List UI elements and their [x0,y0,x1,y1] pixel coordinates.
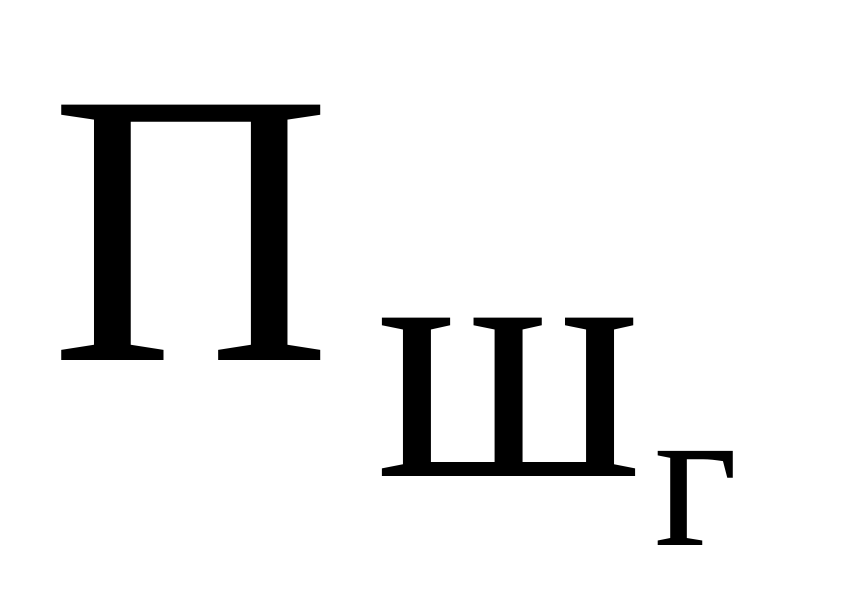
formula-subscript: ш [376,169,642,551]
formula-main-symbol: П [50,13,332,445]
formula-subsubscript: г [654,363,739,590]
